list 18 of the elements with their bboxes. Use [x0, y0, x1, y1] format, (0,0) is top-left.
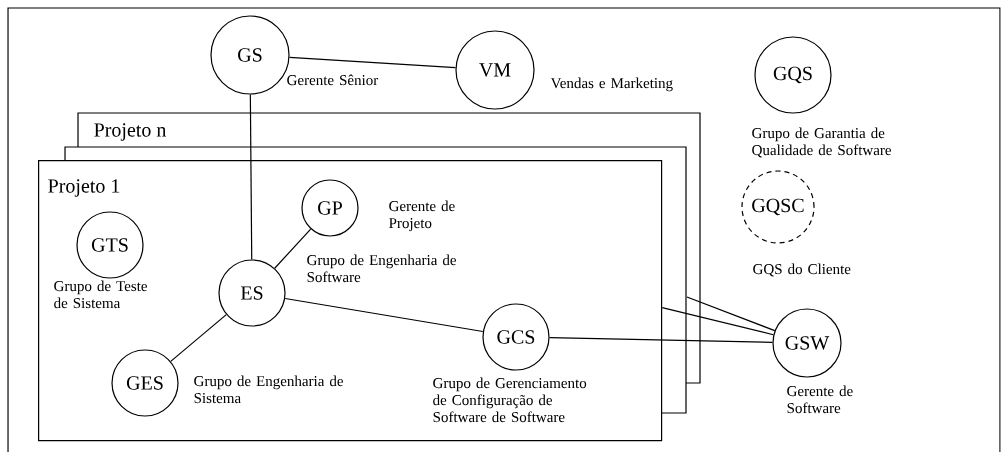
connector-line — [249, 94, 253, 260]
page-title: Projeto n — [94, 123, 167, 141]
role-caption: Grupo de Gerenciamento de Configuração de Software de Software — [433, 377, 587, 423]
role-caption: Grupo de Engenharia de Software — [307, 254, 456, 283]
role-caption: Grupo de Garantia de Qualidade de Software — [752, 127, 891, 158]
connector-line — [686, 296, 776, 332]
role-caption: Grupo de Engenharia de Sistema — [194, 375, 343, 404]
role-caption: Gerente de Software — [787, 385, 853, 414]
role-caption: GQS do Cliente — [753, 263, 851, 277]
connector-line — [170, 314, 227, 362]
connector-line — [661, 307, 774, 336]
connector-line — [288, 56, 457, 69]
connector-line — [549, 337, 773, 343]
role-caption: Vendas e Marketing — [550, 77, 673, 92]
connector-line — [274, 228, 312, 269]
role-caption: Gerente de Projeto — [389, 200, 455, 232]
role-caption: Grupo de Teste de Sistema — [54, 280, 147, 309]
connector-line — [284, 297, 484, 333]
